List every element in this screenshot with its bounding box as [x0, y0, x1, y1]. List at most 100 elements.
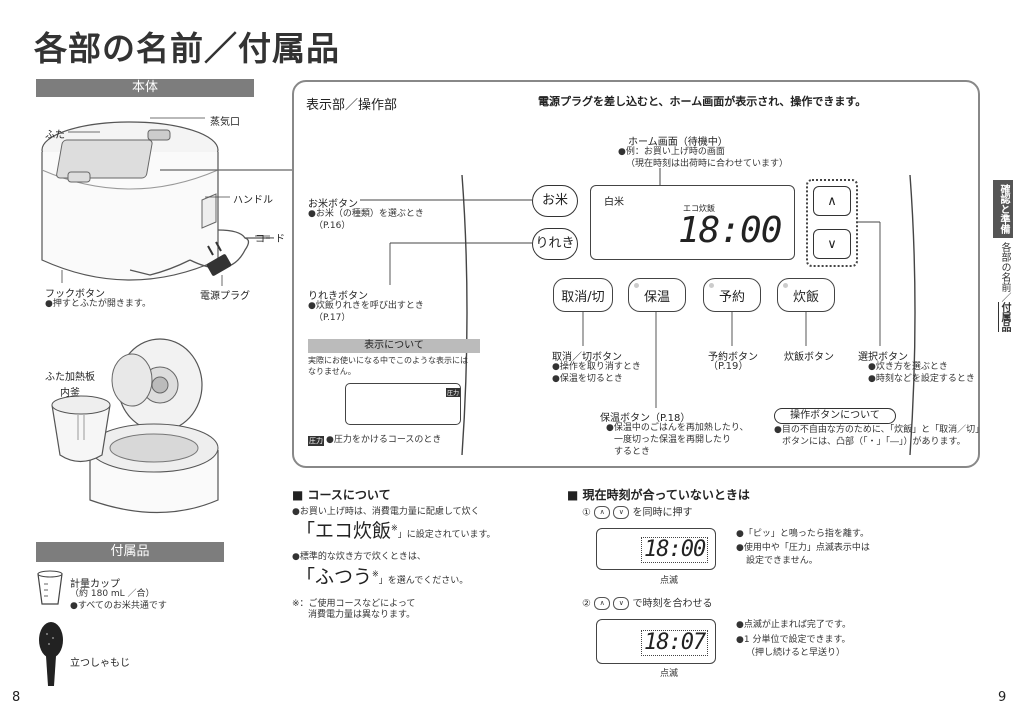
- rice-button[interactable]: お米: [532, 185, 578, 217]
- course-eco-row: 「エコ炊飯※」に設定されています。: [296, 516, 496, 543]
- clock-heading-text: 現在時刻が合っていないときは: [582, 488, 750, 502]
- display-time: 18:00: [678, 210, 782, 251]
- home-screen-note2: （現在時刻は出荷時に合わせています）: [626, 159, 789, 169]
- normal-course-name: 「ふつう: [296, 566, 373, 588]
- label-lid-heating-plate: ふた加熱板: [45, 372, 95, 383]
- course-line1: ●お買い上げ時は、消費電力量に配慮して炊く: [292, 507, 480, 517]
- step1-note3: 設定できません。: [746, 556, 818, 566]
- home-screen-note1: ●例：お買い上げ時の画面: [618, 147, 725, 157]
- label-handle: ハンドル: [233, 195, 273, 206]
- rice-button-ref: （P.16）: [314, 221, 351, 231]
- clock-screen-1: [596, 528, 716, 570]
- step1-text: を同時に押す: [632, 507, 693, 519]
- rice-cooker-illustration: [41, 121, 270, 281]
- label-hook-button: フックボタン: [45, 289, 105, 300]
- label-steam-vent: 蒸気口: [210, 117, 240, 128]
- history-button-title: りれきボタン: [308, 291, 368, 302]
- rice-button-title: お米ボタン: [308, 199, 358, 210]
- pressure-icon: 圧力: [308, 436, 324, 446]
- eco-course-name: 「エコ炊飯: [296, 520, 392, 542]
- panel-heading: 表示部／操作部: [306, 98, 398, 113]
- keep-warm-note2: 一度切った保温を再開したり: [614, 435, 732, 445]
- display-note-line2: なりません。: [308, 367, 356, 376]
- side-sub-label-b: 付属品: [999, 302, 1010, 332]
- eco-asterisk: ※: [391, 523, 398, 533]
- clock-screen-2-time: 18:07: [641, 630, 709, 656]
- display-note-line1: 実際にお使いになる中でこのような表示には: [308, 356, 468, 365]
- up-button[interactable]: ∧: [813, 186, 851, 216]
- timer-button-ref: （P.19）: [708, 361, 749, 372]
- clock-heading-mark: ■: [567, 488, 579, 502]
- normal-course-tail: 」を選んでください。: [378, 576, 469, 586]
- down-button[interactable]: ∨: [813, 229, 851, 259]
- course-heading-text: コースについて: [307, 488, 391, 502]
- cook-button-title: 炊飯ボタン: [784, 352, 834, 363]
- panel-intro: 電源プラグを差し込むと、ホーム画面が表示され、操作できます。: [538, 95, 867, 108]
- step1-up-icon: ∧: [594, 506, 611, 519]
- course-footnote2: 消費電力量は異なります。: [308, 610, 416, 620]
- keep-warm-note1: ●保温中のごはんを再加熱したり、: [606, 423, 749, 433]
- eco-course-tail: 」に設定されています。: [397, 530, 496, 540]
- hook-button-note: ●押すとふたが開きます。: [45, 299, 151, 309]
- accessories-header: 付属品: [36, 542, 224, 562]
- op-note-line1: ●目の不自由な方のために、「炊飯」と「取消／切」: [774, 425, 985, 435]
- history-button-ref: （P.17）: [314, 313, 351, 323]
- blink-label-1: 点滅: [660, 576, 679, 586]
- select-button-title: 選択ボタン: [858, 352, 908, 363]
- side-section-tab[interactable]: 確認と準備: [993, 180, 1013, 238]
- measuring-cup-spec: （約 180 mL ／合）: [70, 589, 155, 599]
- cancel-button-note2: ●保温を切るとき: [552, 374, 623, 384]
- page-number-right: 9: [998, 690, 1007, 705]
- cancel-button-label: 取消/切: [561, 289, 605, 305]
- measuring-cup-note: ●すべてのお米共通です: [70, 601, 167, 611]
- cook-button-label: 炊飯: [792, 289, 819, 305]
- side-sub-label-a: 各部の名前／: [999, 242, 1010, 302]
- timer-button[interactable]: 予約: [703, 278, 761, 312]
- clock-step1-row: ① ∧ ∨ を同時に押す: [582, 506, 693, 520]
- home-display-screen: [590, 185, 795, 260]
- op-note-line2: ボタンには、凸部（「・」「―」）があります。: [782, 437, 966, 447]
- spatula-name: 立つしゃもじ: [70, 658, 130, 669]
- keep-warm-note3: するとき: [614, 447, 651, 457]
- course-line2: ●標準的な炊き方で炊くときは、: [292, 552, 426, 562]
- step2-note3: （押し続けると早送り）: [746, 648, 846, 658]
- pressure-indicator-sample: 圧力: [446, 388, 461, 397]
- step2-note1: ●点滅が止まれば完了です。: [736, 620, 851, 630]
- display-rice-type: 白米: [604, 197, 624, 208]
- timer-button-title: 予約ボタン: [708, 352, 758, 363]
- step1-note2: ●使用中や「圧力」点滅表示中は: [736, 543, 870, 553]
- measuring-cup-name: 計量カップ: [70, 579, 120, 590]
- history-button[interactable]: りれき: [532, 228, 578, 260]
- panel-connector-line: [160, 169, 294, 171]
- page-title: 各部の名前／付属品: [34, 29, 340, 68]
- select-buttons-group: [806, 179, 858, 267]
- label-inner-pot: 内釜: [60, 388, 80, 399]
- keep-warm-button-label: 保温: [643, 289, 670, 305]
- course-normal-row: 「ふつう※」を選んでください。: [296, 562, 468, 589]
- step1-down-icon: ∨: [613, 506, 630, 519]
- cook-button[interactable]: 炊飯: [777, 278, 835, 312]
- clock-screen-2: [596, 619, 716, 664]
- body-leader-lines: [61, 117, 270, 286]
- control-panel-box: [292, 80, 980, 468]
- step2-up-icon: ∧: [594, 597, 611, 610]
- step2-number: ②: [582, 598, 591, 610]
- normal-asterisk: ※: [372, 569, 379, 579]
- pressure-note: ●圧力をかけるコースのとき: [326, 435, 442, 445]
- step1-number: ①: [582, 507, 591, 519]
- panel-leader-lines: [360, 199, 881, 408]
- keep-warm-title: 保温ボタン（P.18）: [600, 413, 691, 424]
- display-course: エコ炊飯: [683, 204, 715, 213]
- page-number-left: 8: [12, 690, 21, 705]
- op-note-header: 操作ボタンについて: [774, 408, 896, 424]
- select-button-note2: ●時刻などを設定するとき: [868, 374, 975, 384]
- open-cooker-illustration: [51, 338, 219, 514]
- rice-spatula-icon: [39, 622, 63, 686]
- cancel-button[interactable]: 取消/切: [553, 278, 613, 312]
- clock-heading: ■ 現在時刻が合っていないときは: [567, 486, 750, 503]
- keep-warm-button[interactable]: 保温: [628, 278, 686, 312]
- label-power-plug: 電源プラグ: [200, 291, 250, 302]
- clock-step2-row: ② ∧ ∨ で時刻を合わせる: [582, 597, 713, 611]
- history-button-note: ●炊飯りれきを呼び出すとき: [308, 301, 424, 311]
- step2-note2: ●1 分単位で設定できます。: [736, 635, 851, 645]
